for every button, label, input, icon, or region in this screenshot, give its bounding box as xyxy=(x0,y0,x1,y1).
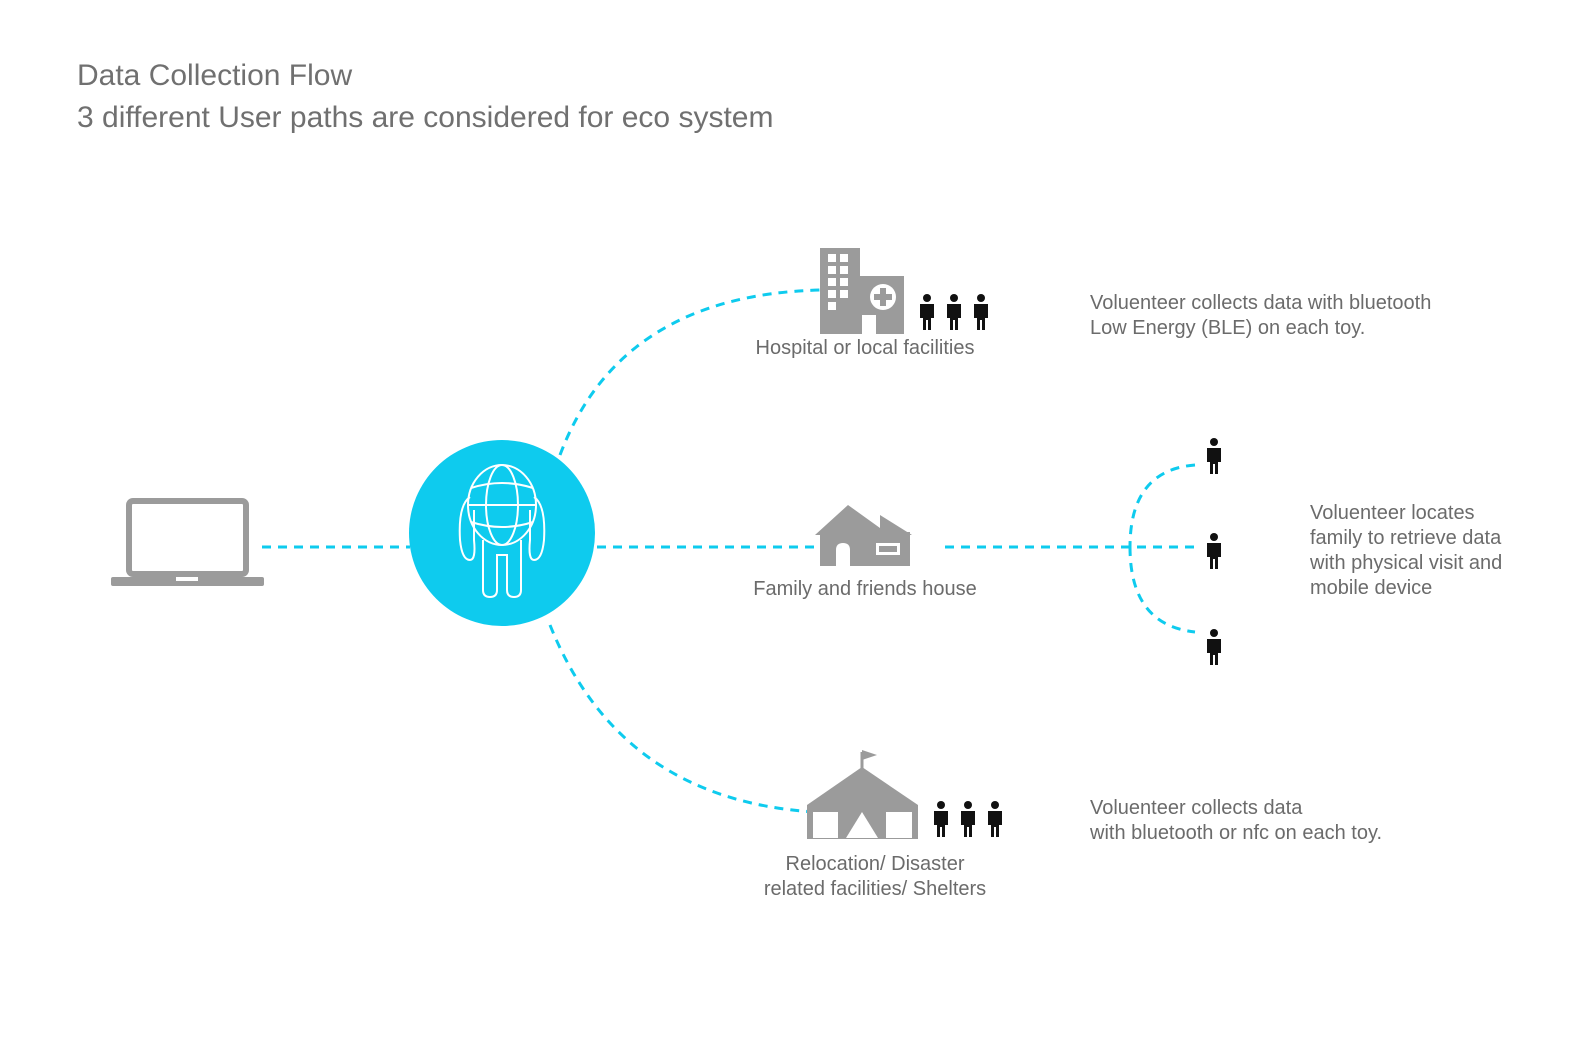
person-icon xyxy=(920,294,934,330)
house-label: Family and friends house xyxy=(753,578,977,600)
description-line: Voluenteer collects data xyxy=(1090,797,1303,819)
person-icon xyxy=(988,801,1002,837)
person-icon xyxy=(1207,629,1221,665)
description-line: Voluenteer collects data with bluetooth xyxy=(1090,292,1432,314)
person-icon xyxy=(1207,438,1221,474)
connector-toy-shelter xyxy=(548,624,816,814)
description-line: Low Energy (BLE) on each toy. xyxy=(1090,317,1366,339)
shelter-tent-icon xyxy=(807,750,918,839)
person-icon xyxy=(974,294,988,330)
person-icon xyxy=(961,801,975,837)
shelter-label-line: Relocation/ Disaster xyxy=(785,853,965,875)
person-icon xyxy=(934,801,948,837)
diagram-title: Data Collection Flow xyxy=(77,59,353,92)
connector-toy-hospital xyxy=(558,288,821,456)
people-family-members xyxy=(1207,438,1221,665)
dashed-connectors xyxy=(262,288,1196,814)
hospital-label: Hospital or local facilities xyxy=(755,337,975,359)
person-icon xyxy=(947,294,961,330)
house-icon xyxy=(815,505,912,566)
description-line: mobile device xyxy=(1310,577,1433,599)
description-line: Voluenteer locates xyxy=(1310,502,1475,524)
laptop-icon xyxy=(111,498,264,586)
shelter-description: Voluenteer collects data with bluetooth … xyxy=(1090,796,1382,846)
connector-branch-lower xyxy=(1128,546,1196,634)
people-group-hospital xyxy=(920,294,988,330)
shelter-label: Relocation/ Disaster related facilities/… xyxy=(730,852,1020,902)
house-description: Voluenteer locates family to retrieve da… xyxy=(1310,501,1502,601)
connector-branch-upper xyxy=(1128,463,1196,548)
person-icon xyxy=(1207,533,1221,569)
description-line: with bluetooth or nfc on each toy. xyxy=(1090,822,1383,844)
description-line: family to retrieve data xyxy=(1310,527,1502,549)
hospital-description: Voluenteer collects data with bluetooth … xyxy=(1090,291,1431,341)
shelter-label-line: related facilities/ Shelters xyxy=(763,878,987,900)
description-line: with physical visit and xyxy=(1310,552,1503,574)
people-group-shelter xyxy=(934,801,1002,837)
hospital-icon xyxy=(820,248,904,334)
diagram-subtitle: 3 different User paths are considered fo… xyxy=(77,101,774,134)
toy-figure-icon xyxy=(409,440,595,626)
